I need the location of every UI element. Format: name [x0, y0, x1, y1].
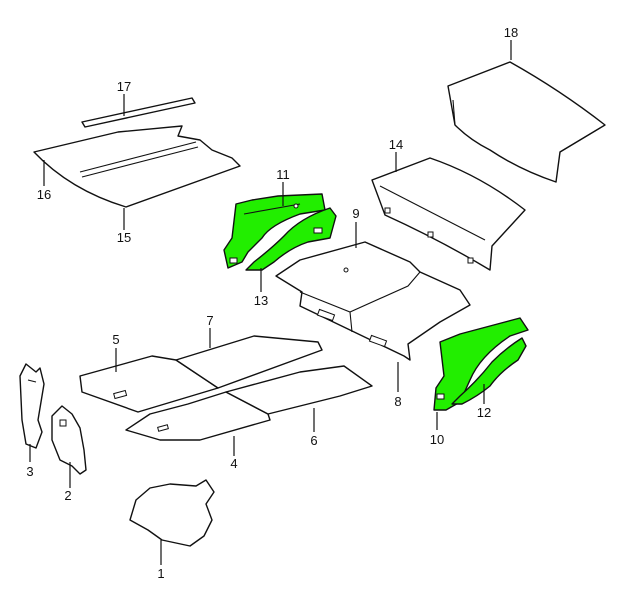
- callout-15: 15: [117, 230, 131, 245]
- part-14-fold: [379, 185, 486, 241]
- part-5-cutout: [113, 389, 128, 400]
- part-14-bulkhead: [371, 157, 526, 271]
- part-9-fold: [299, 271, 421, 313]
- part-11-inner: [243, 203, 301, 215]
- callout-7: 7: [206, 313, 213, 328]
- part-13-wheel-arch-trim: [245, 207, 337, 271]
- part-15-roof-line: [79, 141, 197, 173]
- part-9-cutout-right: [368, 334, 388, 348]
- part-3-detail: [27, 379, 37, 383]
- callout-16: 16: [37, 187, 51, 202]
- part-3-kick-panel: [19, 363, 45, 449]
- part-12-wheel-arch-trim: [451, 337, 527, 405]
- part-1-floor-shield: [129, 479, 215, 547]
- callout-13: 13: [254, 293, 268, 308]
- callout-4: 4: [230, 456, 237, 471]
- part-18-edge: [452, 99, 456, 126]
- part-14-slot-3: [467, 257, 474, 264]
- callout-14: 14: [389, 137, 403, 152]
- part-11-wheel-arch-panel: [223, 193, 326, 269]
- part-17-strip: [81, 97, 196, 128]
- part-14-slot-2: [427, 231, 434, 238]
- callout-2: 2: [64, 488, 71, 503]
- callout-10: 10: [430, 432, 444, 447]
- part-6-floor-mat: [225, 365, 373, 415]
- callout-6: 6: [310, 433, 317, 448]
- part-9-hole: [343, 267, 349, 273]
- callout-1: 1: [157, 566, 164, 581]
- part-4-cutout: [157, 424, 169, 432]
- part-2-cutout: [59, 419, 67, 427]
- part-9-fold-2: [349, 311, 353, 333]
- callout-3: 3: [26, 464, 33, 479]
- callout-12: 12: [477, 405, 491, 420]
- part-15-roof-line-2: [81, 146, 199, 178]
- part-18-shelf: [447, 61, 606, 183]
- callout-18: 18: [504, 25, 518, 40]
- callout-11: 11: [276, 167, 290, 182]
- part-2-bracket-panel: [51, 405, 87, 475]
- callout-8: 8: [394, 394, 401, 409]
- part-10-cutout: [436, 393, 445, 400]
- part-9-cutout-left: [316, 308, 336, 322]
- part-16-headliner: [33, 125, 241, 208]
- part-14-slot-1: [384, 207, 391, 214]
- part-13-cutout: [313, 227, 323, 234]
- part-10-wheel-arch-panel: [433, 317, 529, 411]
- part-9-rear-floor: [275, 241, 471, 361]
- callout-17: 17: [117, 79, 131, 94]
- part-11-cutout: [229, 257, 238, 264]
- callout-9: 9: [352, 206, 359, 221]
- callout-5: 5: [112, 332, 119, 347]
- part-7-floor-mat: [175, 335, 323, 389]
- part-18-edge-2: [559, 127, 601, 153]
- part-11-hole: [293, 203, 299, 209]
